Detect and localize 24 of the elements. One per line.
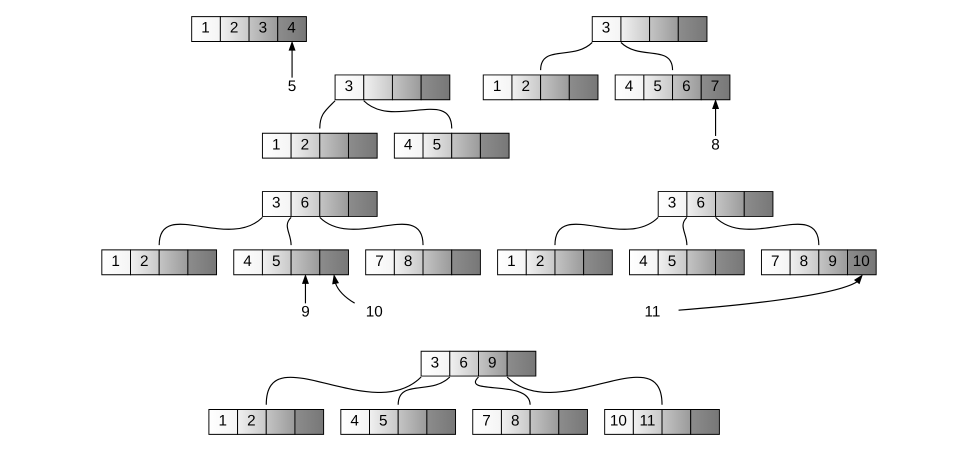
node-text: 8 (711, 136, 720, 154)
connector (398, 376, 450, 405)
connector (319, 216, 424, 246)
arrow (712, 99, 720, 136)
connector (682, 217, 688, 246)
node-text: 9 (301, 304, 310, 321)
connector (158, 216, 263, 246)
connector (475, 376, 531, 405)
connector (554, 216, 659, 246)
connector (363, 100, 452, 129)
connector (715, 216, 820, 246)
connector (506, 376, 663, 405)
connector (266, 376, 422, 405)
node-text: 10 (366, 304, 383, 321)
arrow (302, 274, 309, 304)
arrow (678, 274, 863, 311)
connector (319, 100, 336, 128)
node-text: 5 (288, 78, 296, 95)
arrow (288, 40, 296, 78)
connector (620, 42, 674, 70)
connector (540, 42, 593, 70)
node-text: 11 (644, 304, 660, 321)
connector (286, 217, 292, 246)
arrow (332, 274, 355, 304)
